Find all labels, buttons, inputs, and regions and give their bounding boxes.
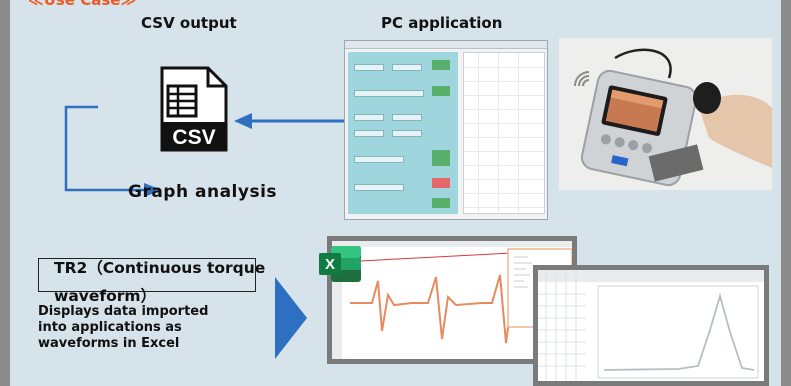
excel-description: Displays data imported into applications… bbox=[38, 304, 258, 352]
wireless-icon bbox=[574, 71, 590, 87]
data-table-pane bbox=[463, 52, 545, 214]
peak-waveform-image bbox=[538, 270, 764, 381]
settings-pane bbox=[348, 52, 458, 214]
tr2-title-line1: TR2（Continuous torque bbox=[54, 259, 266, 277]
pc-application-title: PC application bbox=[381, 14, 503, 32]
chevron-right-icon bbox=[275, 277, 307, 359]
csv-file-icon: CSV bbox=[160, 66, 228, 152]
excel-peak-screenshot bbox=[533, 265, 769, 386]
use-case-label: ≪Use Case≫ bbox=[28, 0, 137, 9]
description-line: into applications as bbox=[38, 320, 182, 335]
torque-meter-device-image bbox=[559, 38, 772, 190]
pc-to-csv-arrow bbox=[234, 113, 350, 129]
window-titlebar bbox=[345, 41, 547, 49]
csv-output-title: CSV output bbox=[141, 14, 237, 32]
excel-icon-letter: X bbox=[325, 256, 335, 273]
description-line: waveforms in Excel bbox=[38, 336, 180, 351]
csv-to-graph-arrow bbox=[64, 105, 162, 197]
graph-analysis-label: Graph analysis bbox=[128, 182, 278, 202]
tr2-label-box bbox=[38, 258, 256, 292]
excel-icon: X bbox=[319, 246, 361, 282]
pc-application-screenshot bbox=[344, 40, 548, 220]
device-photo bbox=[559, 38, 772, 190]
description-line: Displays data imported bbox=[38, 304, 209, 319]
csv-badge-text: CSV bbox=[172, 126, 215, 149]
tr2-title-line2: waveform） bbox=[54, 287, 157, 305]
